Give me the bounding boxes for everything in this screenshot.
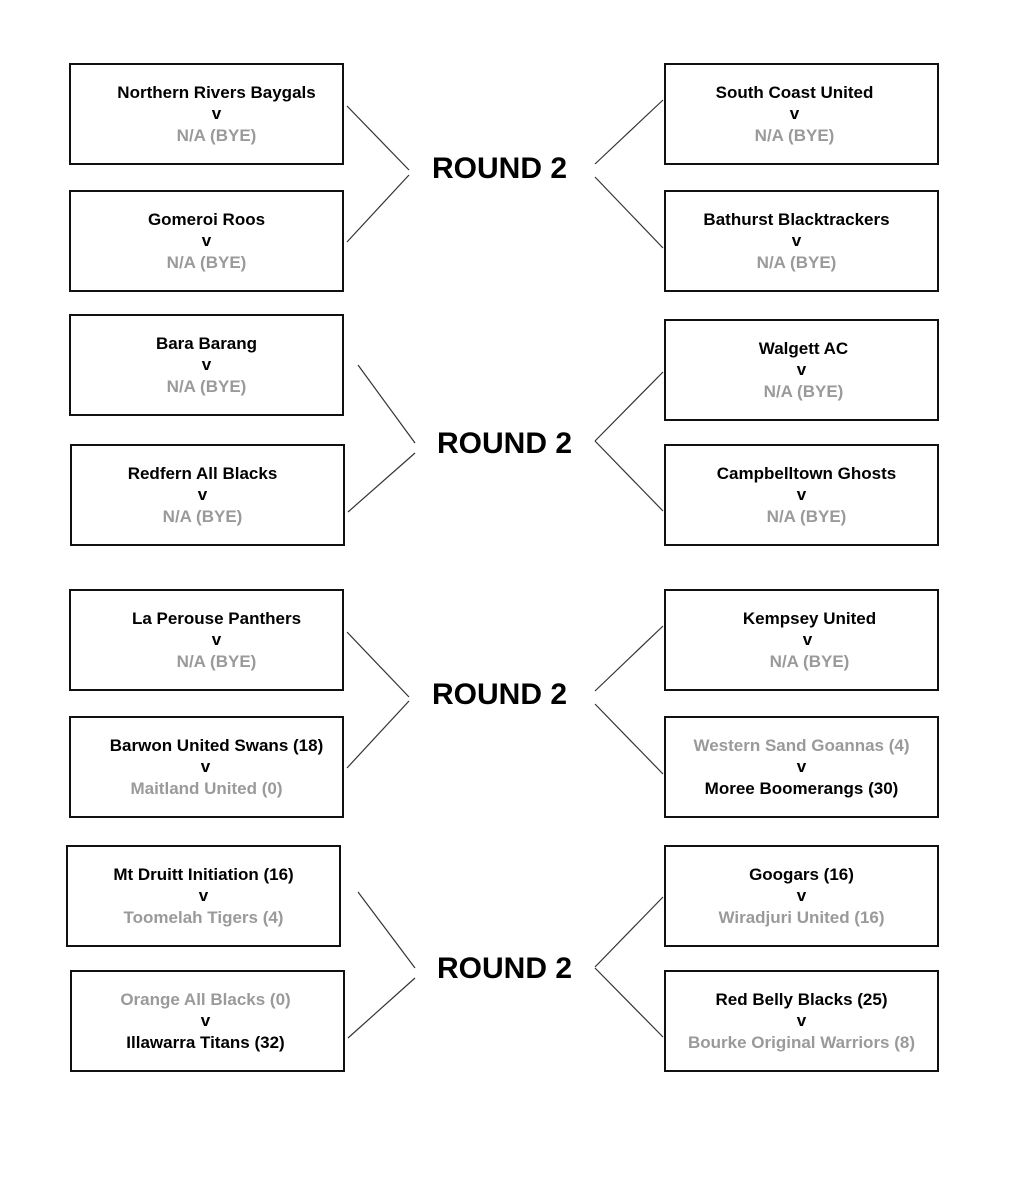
versus-label: v <box>201 231 212 251</box>
team-name-home: Barwon United Swans (18) <box>109 735 324 755</box>
connector-line-left <box>346 631 410 698</box>
versus-label: v <box>796 485 807 505</box>
team-name-home: Bathurst Blacktrackers <box>703 209 890 229</box>
versus-label: v <box>789 104 800 124</box>
versus-label: v <box>796 886 807 906</box>
team-name-away: Maitland United (0) <box>130 778 283 798</box>
versus-label: v <box>796 1011 807 1031</box>
connector-line-left <box>346 105 410 171</box>
versus-label: v <box>200 1011 211 1031</box>
team-name-home: Orange All Blacks (0) <box>120 989 291 1009</box>
team-name-home: Gomeroi Roos <box>147 209 266 229</box>
team-name-away: N/A (BYE) <box>176 125 257 145</box>
team-name-away: N/A (BYE) <box>166 376 247 396</box>
team-name-away: Moree Boomerangs (30) <box>704 778 899 798</box>
connector-line-left <box>347 452 416 513</box>
team-name-away: N/A (BYE) <box>166 252 247 272</box>
connector-line-right <box>594 176 664 249</box>
team-name-home: Western Sand Goannas (4) <box>693 735 910 755</box>
team-name-away: Bourke Original Warriors (8) <box>687 1032 916 1052</box>
team-name-away: N/A (BYE) <box>754 125 835 145</box>
versus-label: v <box>791 231 802 251</box>
round-label: ROUND 2 <box>432 152 568 185</box>
team-name-away: N/A (BYE) <box>766 506 847 526</box>
connector-line-right <box>594 371 664 442</box>
versus-label: v <box>198 886 209 906</box>
versus-label: v <box>211 630 222 650</box>
team-name-home: Mt Druitt Initiation (16) <box>113 864 294 884</box>
connector-line-left <box>357 364 416 444</box>
connector-line-left <box>346 174 410 243</box>
versus-label: v <box>200 757 211 777</box>
team-name-home: South Coast United <box>715 82 874 102</box>
round-label: ROUND 2 <box>437 952 573 985</box>
team-name-home: La Perouse Panthers <box>131 608 302 628</box>
team-name-home: Walgett AC <box>758 338 849 358</box>
connector-line-right <box>594 896 664 968</box>
team-name-home: Kempsey United <box>742 608 877 628</box>
team-name-away: Toomelah Tigers (4) <box>123 907 284 927</box>
team-name-away: Wiradjuri United (16) <box>718 907 885 927</box>
team-name-away: N/A (BYE) <box>162 506 243 526</box>
team-name-home: Northern Rivers Baygals <box>117 82 316 102</box>
connector-line-right <box>594 703 664 775</box>
versus-label: v <box>201 355 212 375</box>
team-name-home: Redfern All Blacks <box>127 463 278 483</box>
connector-line-right <box>594 967 664 1038</box>
team-name-home: Bara Barang <box>155 333 258 353</box>
connector-line-right <box>594 625 664 692</box>
team-name-away: Illawarra Titans (32) <box>126 1032 285 1052</box>
versus-label: v <box>796 757 807 777</box>
team-name-away: N/A (BYE) <box>763 381 844 401</box>
connector-line-right <box>594 440 664 512</box>
team-name-away: N/A (BYE) <box>769 651 850 671</box>
round-label: ROUND 2 <box>432 678 568 711</box>
connector-line-left <box>346 700 410 769</box>
round-label: ROUND 2 <box>437 427 573 460</box>
versus-label: v <box>796 360 807 380</box>
team-name-home: Googars (16) <box>749 864 854 884</box>
team-name-home: Campbelltown Ghosts <box>716 463 897 483</box>
connector-line-left <box>347 977 416 1039</box>
connector-line-left <box>357 891 416 969</box>
team-name-home: Red Belly Blacks (25) <box>715 989 888 1009</box>
connector-line-right <box>594 99 664 165</box>
versus-label: v <box>802 630 813 650</box>
versus-label: v <box>211 104 222 124</box>
team-name-away: N/A (BYE) <box>756 252 837 272</box>
versus-label: v <box>197 485 208 505</box>
team-name-away: N/A (BYE) <box>176 651 257 671</box>
